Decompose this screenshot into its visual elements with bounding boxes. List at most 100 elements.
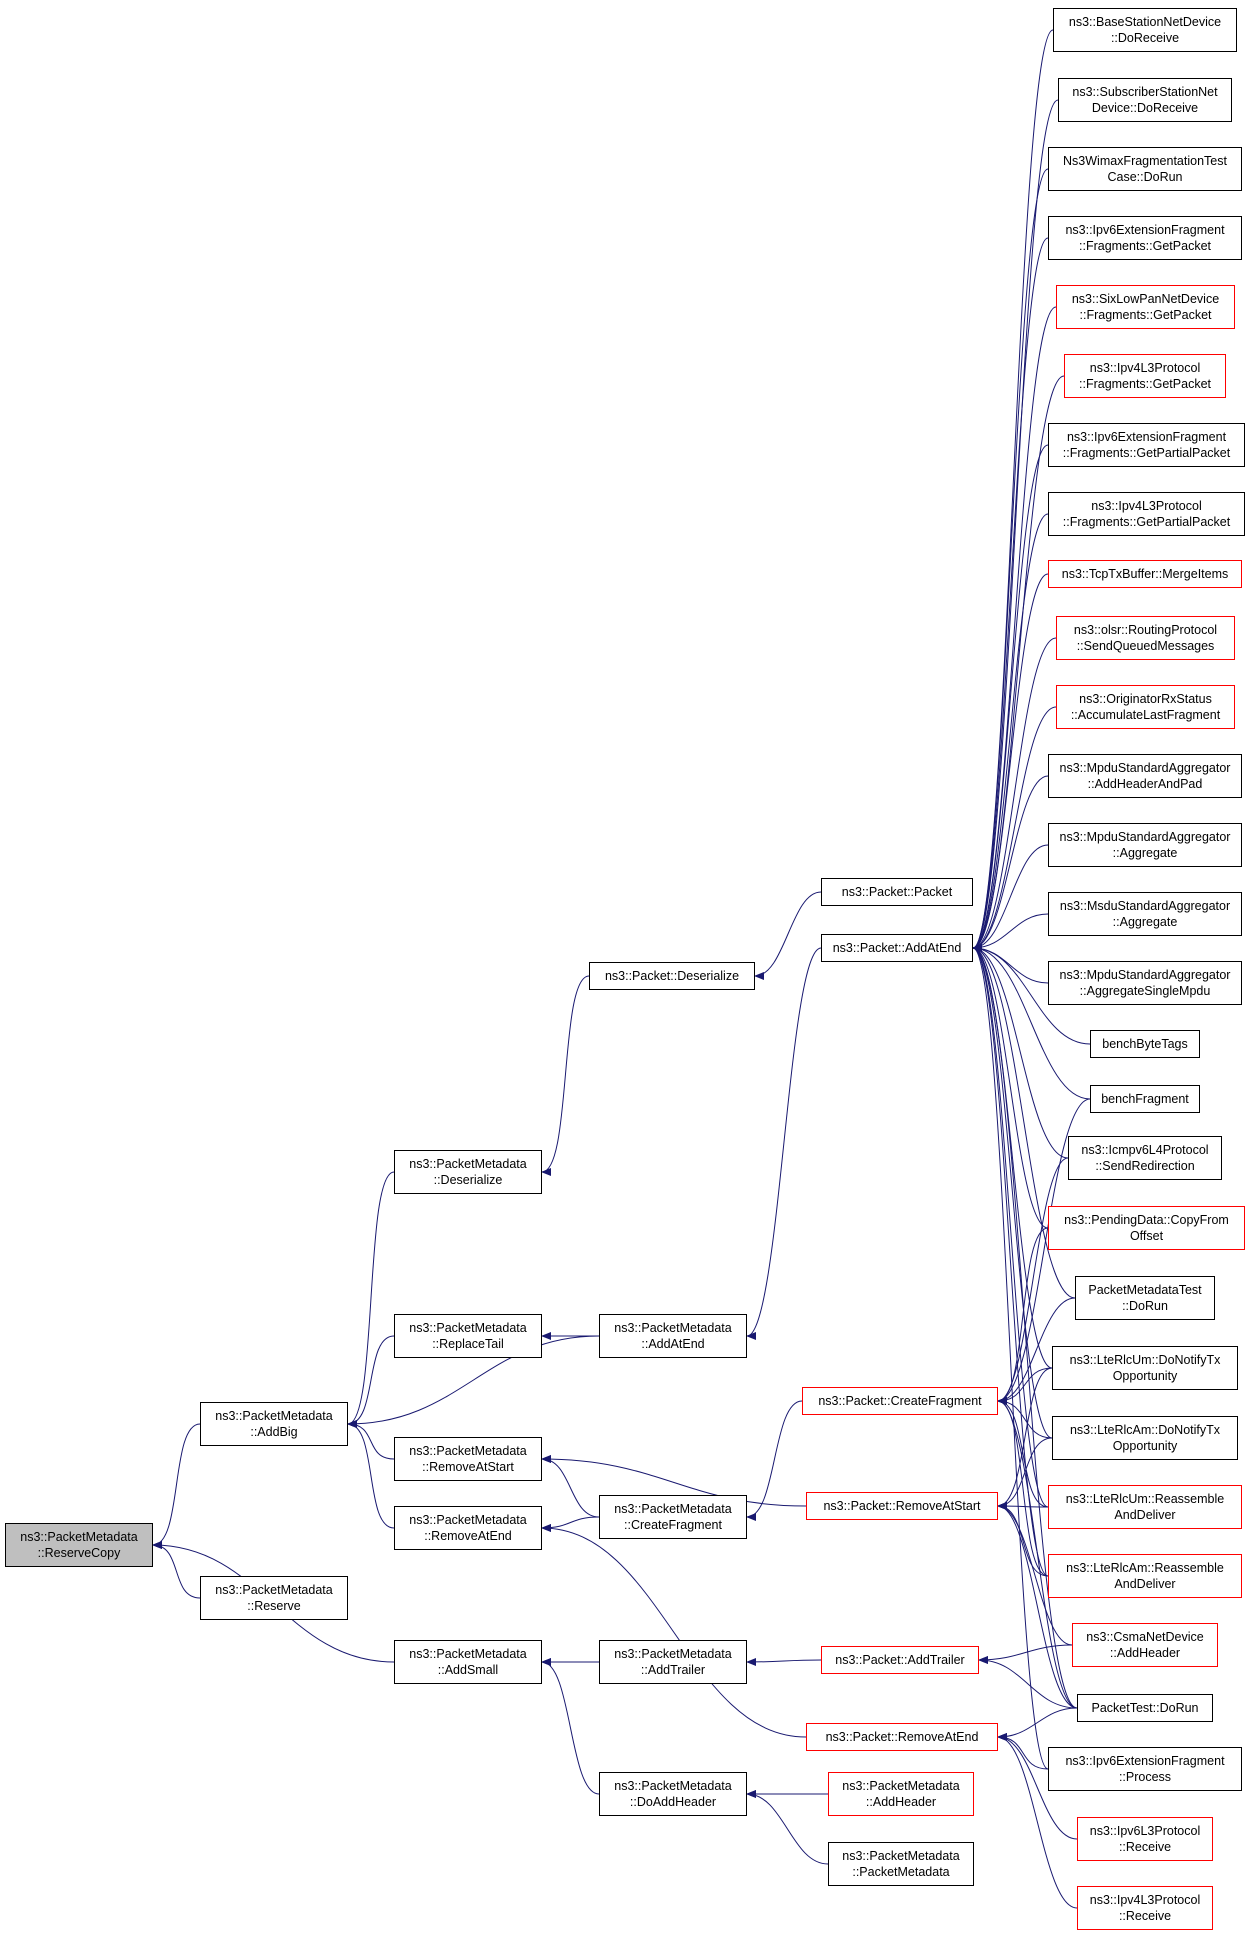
node-label-line: ns3::PacketMetadata [614,1779,732,1793]
node-label-line: ::AddHeader [865,1795,937,1809]
edge-r-csma-to-p-addtrailer [978,1644,1073,1664]
node-r-mpdu-addheader[interactable]: ns3::MpduStandardAggregator::AddHeaderAn… [1048,754,1242,798]
node-pm-addsmall[interactable]: ns3::PacketMetadata::AddSmall [394,1640,542,1684]
edge-pm-createfragment-to-pm-removeatend [541,1516,600,1532]
node-r-benchbytetags[interactable]: benchByteTags [1090,1030,1200,1058]
node-label-line: ::Process [1118,1770,1172,1784]
node-r-csma[interactable]: ns3::CsmaNetDevice::AddHeader [1072,1623,1218,1667]
node-r-sixlowpan[interactable]: ns3::SixLowPanNetDevice::Fragments::GetP… [1056,285,1235,329]
edge-r-lterlcum-notify-to-p-removeatstart [997,1367,1053,1510]
node-label-line: ns3::Ipv4L3Protocol [1089,361,1201,375]
edge-r-lterlcam-reassemble-to-p-addatend [972,944,1049,1577]
edge-p-deserialize-to-pm-deserialize [541,975,590,1176]
node-r-ipv4l3-getpacket[interactable]: ns3::Ipv4L3Protocol::Fragments::GetPacke… [1064,354,1226,398]
edge-r-sixlowpan-to-p-addatend [972,306,1057,952]
node-label-line: ns3::Packet::RemoveAtStart [823,1499,981,1513]
node-r-olsr[interactable]: ns3::olsr::RoutingProtocol::SendQueuedMe… [1056,616,1235,660]
node-label-line: ns3::BaseStationNetDevice [1068,15,1222,29]
node-reservecopy: ns3::PacketMetadata::ReserveCopy [5,1523,153,1567]
node-p-addtrailer[interactable]: ns3::Packet::AddTrailer [821,1646,979,1674]
node-r-tcptxbuffer[interactable]: ns3::TcpTxBuffer::MergeItems [1048,560,1242,588]
node-r-icmpv6[interactable]: ns3::Icmpv6L4Protocol::SendRedirection [1068,1136,1222,1180]
node-label-line: ns3::Packet::Packet [841,885,953,899]
node-pm-addtrailer[interactable]: ns3::PacketMetadata::AddTrailer [599,1640,747,1684]
node-label-line: PacketMetadataTest [1088,1283,1202,1297]
edge-r-icmpv6-to-p-addatend [972,944,1069,1159]
edge-r-subscriber-to-p-addatend [972,99,1059,952]
node-r-ipv6frag-getpartial[interactable]: ns3::Ipv6ExtensionFragment::Fragments::G… [1048,423,1245,467]
edge-r-pendingdata-to-p-addatend [972,944,1049,1229]
edge-r-packettest-to-p-removeatend [997,1707,1078,1741]
node-label-line: ns3::OriginatorRxStatus [1079,692,1212,706]
node-pm-addatend[interactable]: ns3::PacketMetadata::AddAtEnd [599,1314,747,1358]
node-label-line: ns3::PacketMetadata [614,1321,732,1335]
node-p-addatend[interactable]: ns3::Packet::AddAtEnd [821,934,973,962]
node-r-mpdu-aggregate[interactable]: ns3::MpduStandardAggregator::Aggregate [1048,823,1242,867]
node-r-ipv4l3-getpartial[interactable]: ns3::Ipv4L3Protocol::Fragments::GetParti… [1048,492,1245,536]
node-label-line: ::DoRun [1122,1299,1168,1313]
node-p-removeatend[interactable]: ns3::Packet::RemoveAtEnd [806,1723,998,1751]
edge-r-packettest-to-p-addtrailer [978,1656,1078,1709]
node-r-pmtest[interactable]: PacketMetadataTest::DoRun [1075,1276,1215,1320]
node-pm-deserialize[interactable]: ns3::PacketMetadata::Deserialize [394,1150,542,1194]
node-r-basestation[interactable]: ns3::BaseStationNetDevice::DoReceive [1053,8,1237,52]
node-label-line: Opportunity [1112,1439,1178,1453]
edge-addbig-to-reservecopy [152,1423,201,1549]
node-r-ipv4l3-receive[interactable]: ns3::Ipv4L3Protocol::Receive [1077,1886,1213,1930]
node-label-line: AndDeliver [1114,1508,1176,1522]
node-label-line: Device::DoReceive [1091,101,1199,115]
node-label-line: ::Fragments::GetPacket [1079,308,1212,322]
node-label-line: ns3::LteRlcUm::DoNotifyTx [1069,1353,1221,1367]
node-label-line: ::Reserve [247,1599,301,1613]
edge-r-ipv6frag-getpacket-to-p-addatend [972,237,1049,952]
node-reserve[interactable]: ns3::PacketMetadata::Reserve [200,1576,348,1620]
edge-r-packettest-to-p-removeatstart [997,1502,1078,1709]
node-r-ipv6l3-receive[interactable]: ns3::Ipv6L3Protocol::Receive [1077,1817,1213,1861]
edge-pm-removeatstart-to-addbig [347,1420,395,1460]
node-pm-doaddheader[interactable]: ns3::PacketMetadata::DoAddHeader [599,1772,747,1816]
node-r-packettest[interactable]: PacketTest::DoRun [1077,1694,1213,1722]
node-label-line: ns3::SixLowPanNetDevice [1071,292,1220,306]
node-label-line: ns3::Ipv6ExtensionFragment [1065,223,1225,237]
node-label-line: ns3::PacketMetadata [614,1502,732,1516]
node-r-benchfragment[interactable]: benchFragment [1090,1085,1200,1113]
node-r-mpdu-single[interactable]: ns3::MpduStandardAggregator::AggregateSi… [1048,961,1242,1005]
node-p-packet[interactable]: ns3::Packet::Packet [821,878,973,906]
node-label-line: ns3::Ipv4L3Protocol [1089,1893,1201,1907]
node-pm-replacetail[interactable]: ns3::PacketMetadata::ReplaceTail [394,1314,542,1358]
edge-p-addatend-to-pm-addatend [746,947,822,1340]
node-label-line: ::AddHeader [1109,1646,1181,1660]
node-pm-removeatend[interactable]: ns3::PacketMetadata::RemoveAtEnd [394,1506,542,1550]
node-label-line: ::ReserveCopy [37,1546,121,1560]
node-label-line: benchFragment [1101,1092,1189,1106]
node-p-createfragment[interactable]: ns3::Packet::CreateFragment [802,1387,998,1415]
node-label-line: ::DoReceive [1110,31,1180,45]
node-pm-createfragment[interactable]: ns3::PacketMetadata::CreateFragment [599,1495,747,1539]
node-label-line: ::Fragments::GetPacket [1079,239,1211,253]
node-r-msdu-aggregate[interactable]: ns3::MsduStandardAggregator::Aggregate [1048,892,1242,936]
edge-pm-addatend-to-addbig [347,1335,600,1428]
node-label-line: ns3::PacketMetadata [409,1157,527,1171]
node-p-deserialize[interactable]: ns3::Packet::Deserialize [589,962,755,990]
node-pm-addheader[interactable]: ns3::PacketMetadata::AddHeader [828,1772,974,1816]
node-r-originator[interactable]: ns3::OriginatorRxStatus::AccumulateLastF… [1056,685,1235,729]
node-label-line: ::AddTrailer [640,1663,706,1677]
node-r-ipv6frag-process[interactable]: ns3::Ipv6ExtensionFragment::Process [1048,1747,1242,1791]
node-addbig[interactable]: ns3::PacketMetadata::AddBig [200,1402,348,1446]
edge-r-msdu-aggregate-to-p-addatend [972,913,1049,952]
edge-r-lterlcum-reassemble-to-p-removeatstart [997,1502,1049,1511]
node-pm-removeatstart[interactable]: ns3::PacketMetadata::RemoveAtStart [394,1437,542,1481]
edge-r-lterlcam-notify-to-p-removeatstart [997,1437,1053,1510]
node-r-ipv6frag-getpacket[interactable]: ns3::Ipv6ExtensionFragment::Fragments::G… [1048,216,1242,260]
node-p-removeatstart[interactable]: ns3::Packet::RemoveAtStart [806,1492,998,1520]
node-label-line: ::DoAddHeader [629,1795,717,1809]
node-pm-packetmetadata[interactable]: ns3::PacketMetadata::PacketMetadata [828,1842,974,1886]
